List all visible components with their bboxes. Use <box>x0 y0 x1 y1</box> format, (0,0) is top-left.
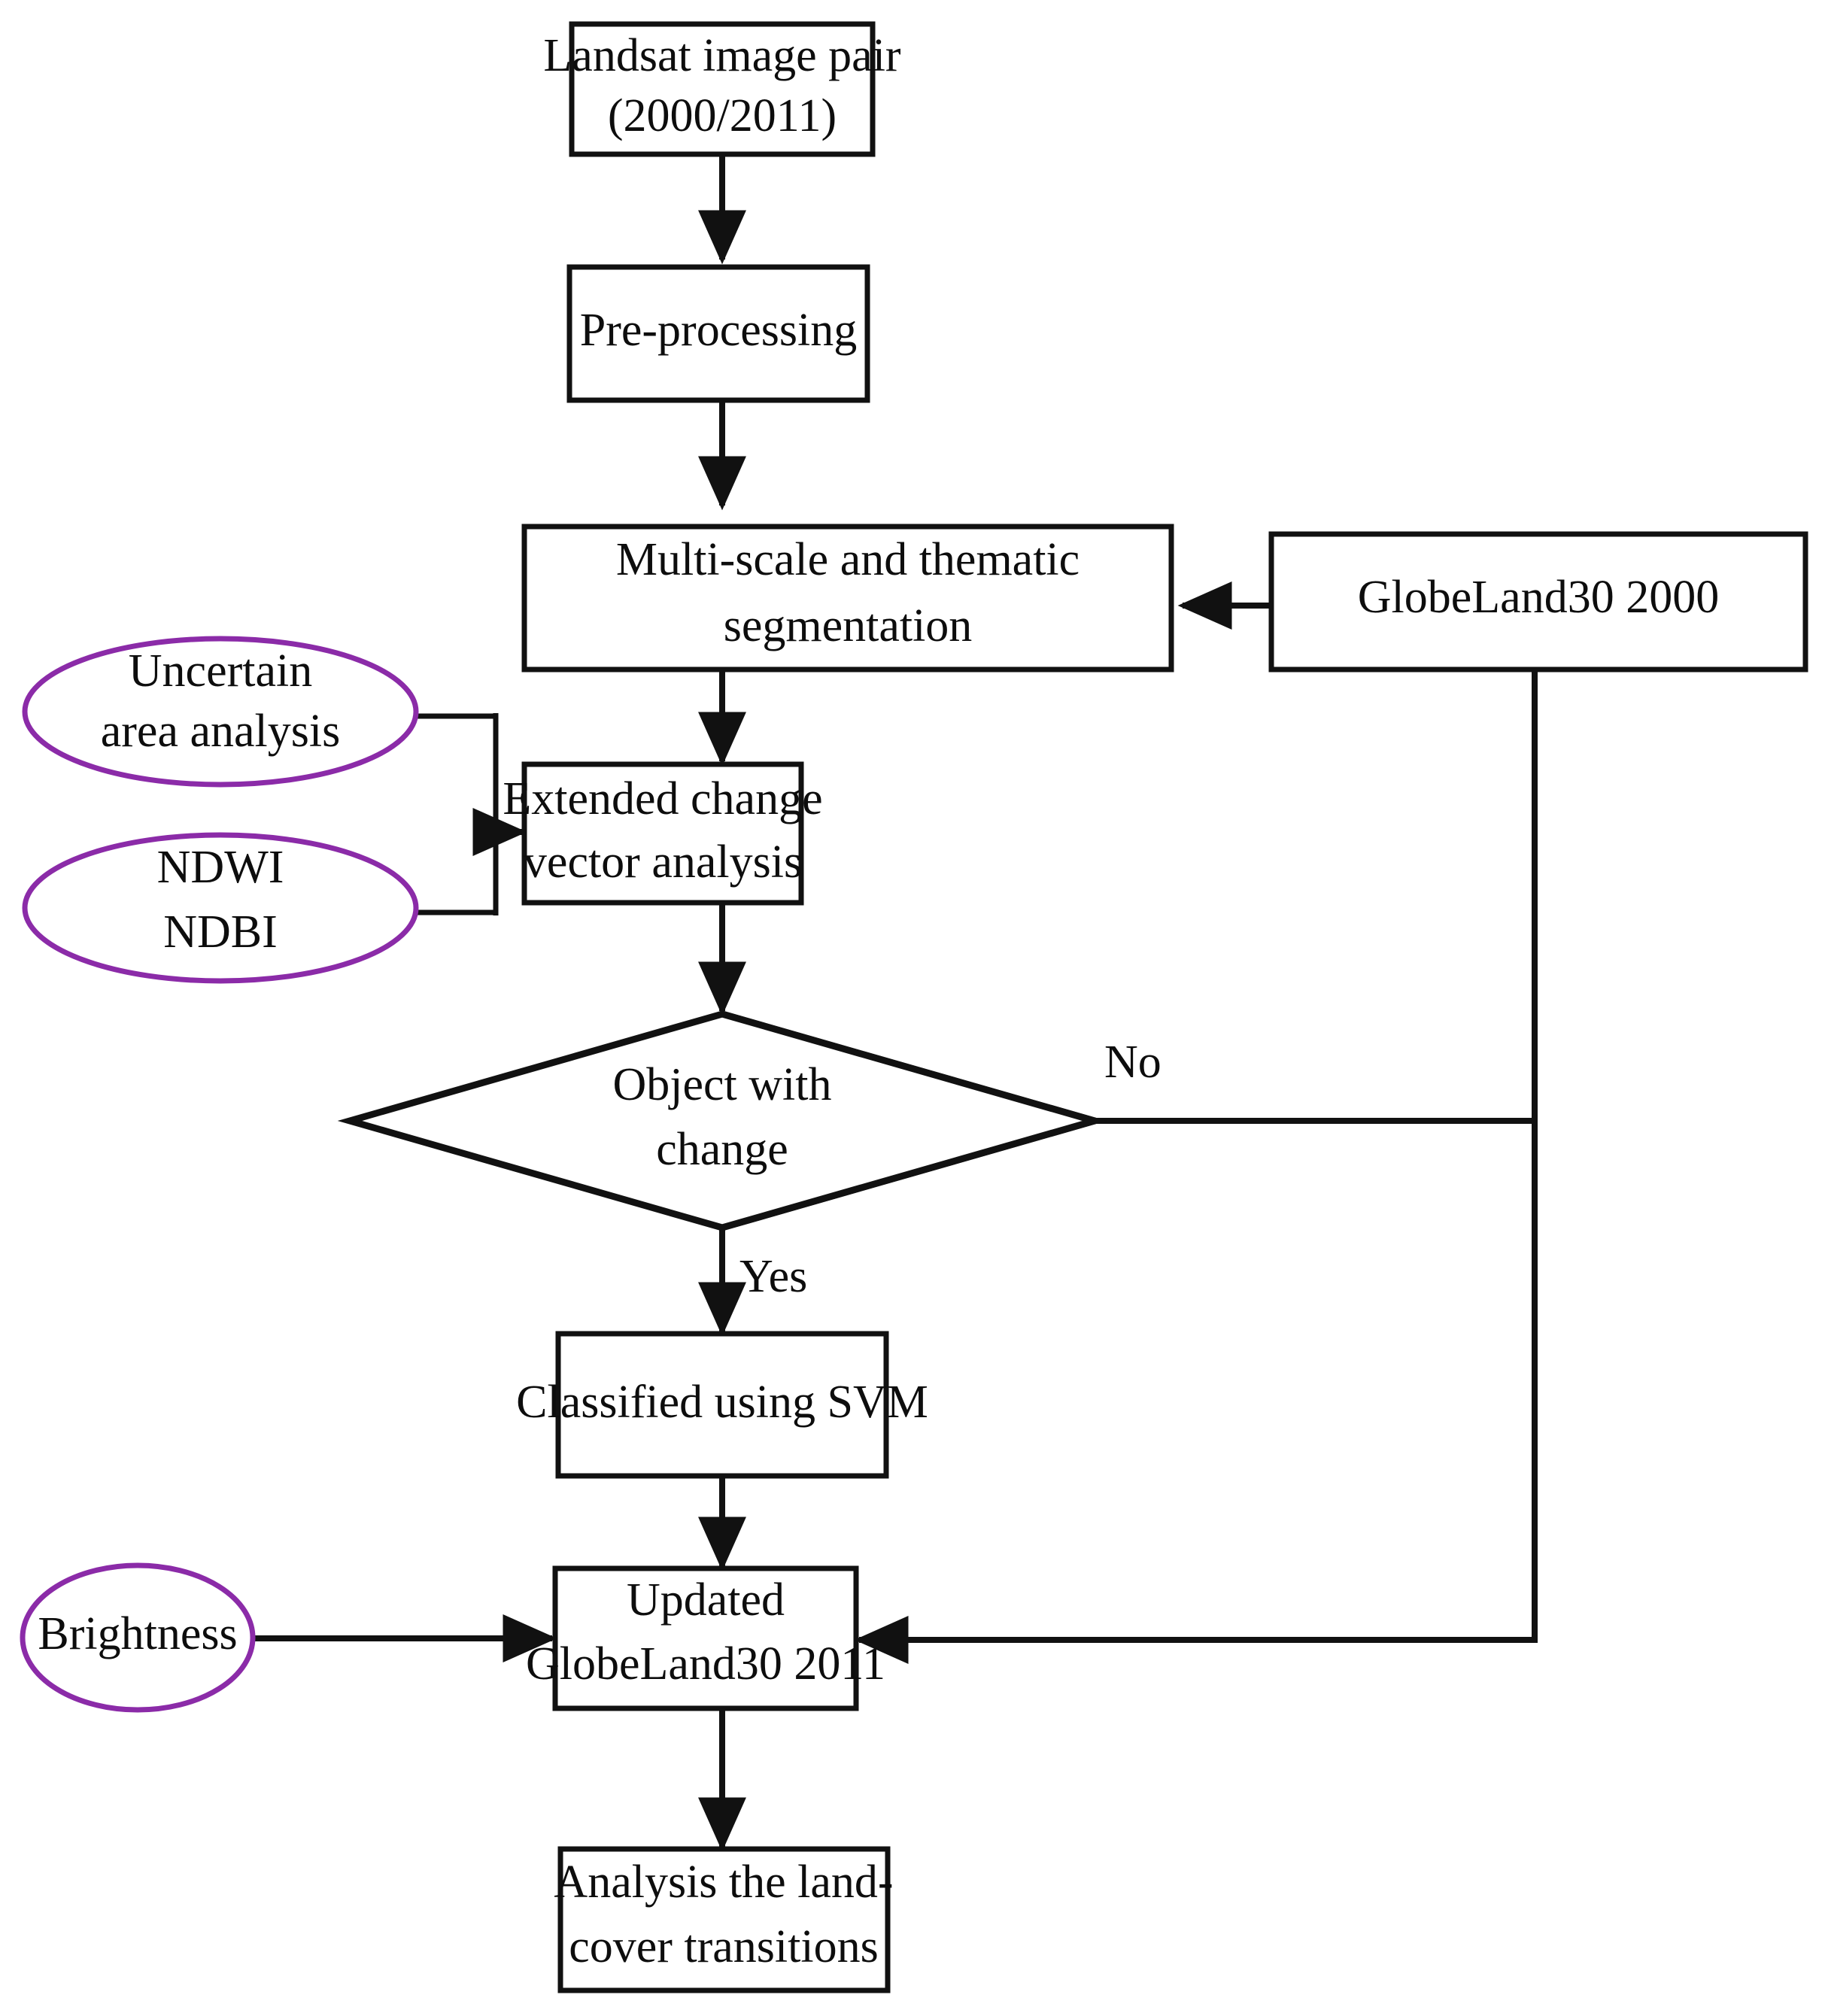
node-landsat-line1: Landsat image pair <box>543 30 900 81</box>
node-ndwi-ndbi[interactable]: NDWI NDBI <box>22 832 419 984</box>
node-updated-line1: Updated <box>627 1574 785 1626</box>
node-uncertain-line1: Uncertain <box>129 645 312 697</box>
node-segmentation-line1: Multi-scale and thematic <box>616 534 1080 585</box>
node-segmentation-line2: segmentation <box>724 600 973 651</box>
node-decision-line1: Object with <box>613 1059 832 1110</box>
node-decision-object-with-change[interactable]: Object with change <box>337 1010 1107 1231</box>
node-updated-globeland30-2011[interactable]: Updated GlobeLand30 2011 <box>526 1565 885 1711</box>
edge-label-no: No <box>1104 1037 1162 1088</box>
node-pre-processing[interactable]: Pre-processing <box>566 264 870 403</box>
node-segmentation[interactable]: Multi-scale and thematic segmentation <box>521 524 1174 673</box>
node-extended-change-vector-analysis[interactable]: Extended change vector analysis <box>503 761 823 906</box>
node-uncertain-area-analysis[interactable]: Uncertain area analysis <box>22 636 419 788</box>
node-brightness-line1: Brightness <box>38 1608 237 1659</box>
node-svm-line1: Classified using SVM <box>516 1377 928 1428</box>
node-ecva-line1: Extended change <box>503 773 822 824</box>
node-updated-line2: GlobeLand30 2011 <box>526 1638 885 1690</box>
node-uncertain-line2: area analysis <box>101 706 340 757</box>
node-classified-using-svm[interactable]: Classified using SVM <box>516 1331 928 1479</box>
node-landsat-image-pair[interactable]: Landsat image pair (2000/2011) <box>543 21 901 157</box>
node-indices-line1: NDWI <box>157 842 284 893</box>
edge-label-yes: Yes <box>739 1251 807 1302</box>
node-globeland2000-line1: GlobeLand30 2000 <box>1358 572 1719 623</box>
node-decision-line2: change <box>656 1124 788 1175</box>
node-brightness[interactable]: Brightness <box>20 1562 256 1713</box>
node-globeland30-2000[interactable]: GlobeLand30 2000 <box>1268 531 1808 673</box>
node-indices-line2: NDBI <box>163 906 278 958</box>
node-transitions-line1: Analysis the land- <box>554 1857 893 1908</box>
node-ecva-line2: vector analysis <box>524 836 802 888</box>
node-preprocess-line1: Pre-processing <box>580 305 857 356</box>
node-transitions-line2: cover transitions <box>569 1921 879 1972</box>
node-analysis-land-cover-transitions[interactable]: Analysis the land- cover transitions <box>554 1846 894 1993</box>
node-landsat-line2: (2000/2011) <box>608 90 837 141</box>
